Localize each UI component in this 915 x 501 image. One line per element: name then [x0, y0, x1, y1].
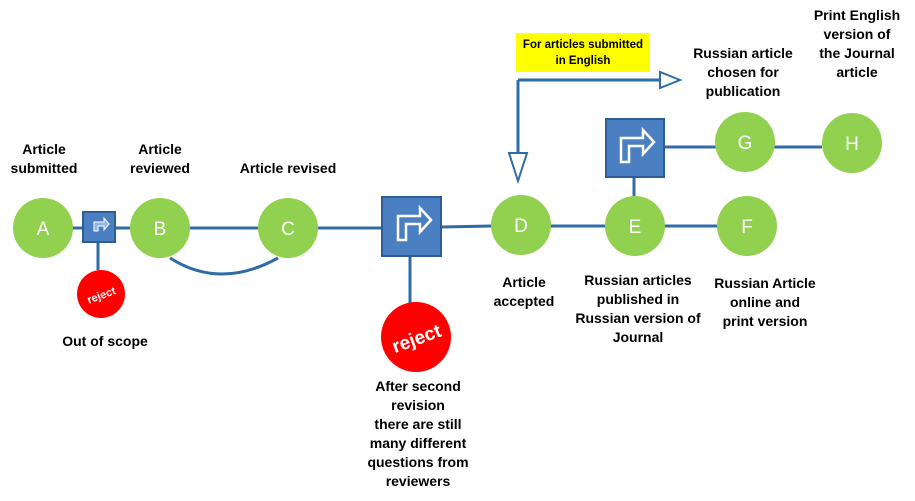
node-h-circle — [822, 113, 882, 173]
node-g: G — [715, 112, 775, 172]
node-f-circle — [717, 196, 777, 256]
node-f: F — [717, 196, 777, 256]
node-e: E — [605, 196, 665, 256]
label-russian-article-online: Russian Article online and print version — [714, 275, 816, 329]
node-e-label: E — [629, 217, 642, 238]
node-b-circle — [130, 198, 190, 258]
node-a: A — [13, 198, 73, 258]
decision-gate-small — [82, 211, 116, 243]
connector-b-c-loop — [169, 256, 279, 276]
node-a-circle — [13, 198, 73, 258]
node-d-label: D — [514, 216, 528, 237]
turn-arrow-icon — [619, 126, 656, 164]
turn-arrow-icon — [93, 216, 110, 232]
label-article-reviewed: Article reviewed — [130, 141, 190, 176]
label-article-accepted: Article accepted — [493, 274, 555, 309]
node-c-label: C — [281, 219, 295, 240]
decision-gate-middle — [381, 196, 442, 257]
node-c: C — [258, 198, 318, 258]
node-g-circle — [715, 112, 775, 172]
arrow-down-to-d-icon — [507, 152, 529, 185]
reject-large: reject — [381, 302, 451, 372]
decision-gate-top — [605, 118, 665, 178]
label-russian-article-chosen: Russian article chosen for publication — [693, 45, 793, 99]
node-b: B — [130, 198, 190, 258]
stage-nodes: A B C D E F G H — [13, 112, 882, 258]
reject-small: reject — [77, 270, 125, 318]
connectors — [72, 78, 822, 305]
label-second-revision: After second revision there are still ma… — [367, 378, 469, 489]
label-article-submitted: Article submitted — [10, 141, 78, 176]
node-e-circle — [605, 196, 665, 256]
node-h: H — [822, 113, 882, 173]
node-g-label: G — [738, 133, 753, 154]
english-submission-note: For articles submitted in English — [516, 33, 650, 72]
arrow-right-to-g-icon — [659, 70, 683, 90]
node-b-label: B — [154, 219, 167, 240]
node-h-label: H — [845, 134, 859, 155]
label-print-english-version: Print English version of the Journal art… — [813, 7, 901, 80]
label-out-of-scope: Out of scope — [62, 333, 148, 349]
connector-gate2-d — [440, 224, 493, 229]
turn-arrow-icon — [396, 204, 433, 242]
label-article-revised: Article revised — [239, 160, 337, 176]
node-d: D — [491, 195, 551, 255]
node-c-circle — [258, 198, 318, 258]
node-a-label: A — [37, 219, 50, 240]
node-d-circle — [491, 195, 551, 255]
label-russian-articles-published: Russian articles published in Russian ve… — [575, 272, 701, 345]
node-f-label: F — [741, 217, 753, 238]
